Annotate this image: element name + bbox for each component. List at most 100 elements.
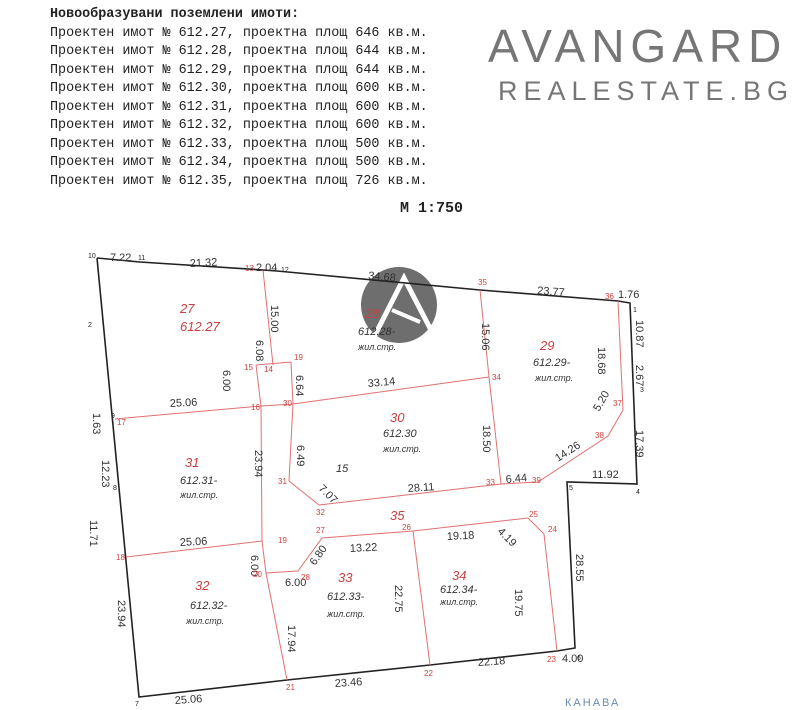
dimension-label: 1.76: [618, 289, 639, 301]
parcel-30: 30 612.30 жил.стр.: [382, 410, 421, 454]
parcel-number: 30: [390, 410, 405, 425]
point-label: 19: [278, 536, 287, 545]
parcel-use: жил.стр.: [179, 490, 218, 500]
dimension-label: 7.22: [110, 252, 131, 264]
parcel-id: 612.29-: [533, 357, 571, 369]
dimension-label: 22.75: [392, 585, 404, 613]
point-label: 37: [613, 399, 622, 408]
parcel-number: 29: [539, 338, 554, 353]
point-label: 19: [294, 353, 303, 362]
point-label: 2: [88, 322, 92, 329]
parcel-34: 34 612.34- жил.стр.: [439, 568, 478, 607]
list-header: Новообразувани поземлени имоти:: [50, 7, 300, 22]
parcel-use: жил.стр.: [534, 373, 573, 383]
point-label: 24: [548, 525, 557, 534]
dimension-label: 6.44: [505, 472, 527, 486]
watermark-line2: REALESTATE.BG: [498, 76, 794, 106]
watermark-line1: AVANGARD: [488, 20, 787, 72]
parcel-use: жил.стр.: [382, 444, 421, 454]
dimension-label: 25.06: [180, 536, 208, 549]
point-label: 10: [88, 253, 96, 260]
parcel-use: жил.стр.: [357, 342, 396, 352]
list-item: Проектен имот № 612.34, проектна площ 50…: [50, 155, 428, 170]
parcel-29: 29 612.29- жил.стр.: [533, 338, 573, 383]
dimension-label: 6.80: [308, 543, 330, 567]
dimension-label: 17.94: [285, 625, 297, 653]
point-label: 31: [278, 477, 287, 486]
point-label: 7: [135, 701, 139, 708]
dimension-label: 33.14: [367, 376, 395, 390]
dimension-label: 34.68: [368, 270, 396, 284]
parcel-list: Новообразувани поземлени имоти: Проектен…: [50, 6, 428, 191]
parcel-35: 35: [390, 508, 405, 523]
point-label: 5: [569, 485, 573, 492]
point-label: 1: [633, 307, 637, 314]
dimension-label: 11.92: [592, 469, 619, 481]
point-label: 6: [577, 655, 581, 662]
dimension-label: 2.04: [256, 262, 277, 274]
scale-label: М 1:750: [400, 200, 464, 217]
parcel-number: 27: [179, 301, 195, 316]
dimension-label: 4.19: [495, 526, 519, 550]
point-label: 39: [532, 476, 541, 485]
dimension-label: 25.06: [170, 397, 198, 410]
parcel-number: 35: [390, 508, 405, 523]
dimension-label: 19.18: [447, 530, 475, 543]
parcel-33: 33 612.33- жил.стр.: [326, 570, 365, 619]
dimension-label: 28.55: [573, 554, 585, 582]
dimension-label: 13.22: [350, 542, 378, 555]
parcel-id: 612.30: [383, 428, 418, 440]
list-item: Проектен имот № 612.35, проектна площ 72…: [50, 173, 428, 189]
parcel-15: 15: [336, 463, 349, 475]
parcel-number: 28: [364, 306, 380, 321]
parcel-number: 31: [185, 455, 199, 470]
outer-boundary: [96, 257, 638, 698]
list-item: Проектен имот № 612.31, проектна площ 60…: [50, 99, 428, 115]
parcel-id: 612.31-: [180, 475, 218, 487]
dimension-label: 23.94: [115, 600, 127, 628]
point-label: 8: [113, 485, 117, 492]
parcel-use: жил.стр.: [439, 597, 478, 607]
parcel-number: 33: [338, 570, 353, 585]
point-label: 26: [402, 523, 411, 532]
parcel-id: 612.33-: [327, 591, 365, 603]
list-item: Проектен имот № 612.33, проектна площ 50…: [50, 136, 428, 152]
dimension-label: 19.75: [512, 589, 524, 617]
point-label: 3: [640, 387, 644, 394]
point-label: 17: [117, 418, 126, 427]
parcel-31: 31 612.31- жил.стр.: [179, 455, 218, 500]
dimension-label: 4.00: [562, 653, 583, 665]
parcel-32: 32 612.32- жил.стр.: [185, 578, 228, 626]
street-label: КАНАВА: [565, 697, 620, 709]
dimension-label: 6.00: [248, 555, 260, 576]
parcel-id: 612.32-: [190, 600, 228, 612]
dimension-label: 23.77: [537, 285, 565, 299]
list-item: Проектен имот № 612.27, проектна площ 64…: [50, 25, 428, 41]
point-label: 30: [283, 399, 292, 408]
watermark-logo-icon: [361, 267, 437, 343]
dimension-label: 15.00: [268, 305, 280, 333]
point-label: 11: [138, 255, 145, 262]
list-item: Проектен имот № 612.30, проектна площ 60…: [50, 81, 428, 96]
point-label: 34: [492, 373, 501, 382]
parcel-id: 612.28-: [358, 326, 396, 338]
point-label: 12: [281, 267, 289, 274]
parcel-28: 28 612.28- жил.стр.: [357, 306, 396, 352]
dimension-label: 11.71: [87, 520, 99, 547]
dimension-label: 10.87: [633, 320, 645, 348]
dimension-label: 23.94: [252, 450, 264, 478]
point-label: 21: [286, 683, 295, 692]
point-label: 25: [529, 510, 538, 519]
dimension-label: 1.63: [90, 413, 102, 434]
point-label: 36: [605, 292, 614, 301]
dimension-label: 6.49: [294, 445, 306, 466]
parcel-27: 27 612.27: [179, 301, 221, 334]
point-label: 32: [316, 508, 325, 517]
dimension-label: 6.08: [253, 340, 265, 361]
dimension-label: 14.26: [553, 439, 583, 464]
parcel-id: 612.34-: [440, 584, 478, 596]
dimension-label: 5.20: [591, 389, 612, 414]
dimension-label: 6.64: [293, 375, 305, 396]
point-label: 13: [245, 264, 254, 273]
